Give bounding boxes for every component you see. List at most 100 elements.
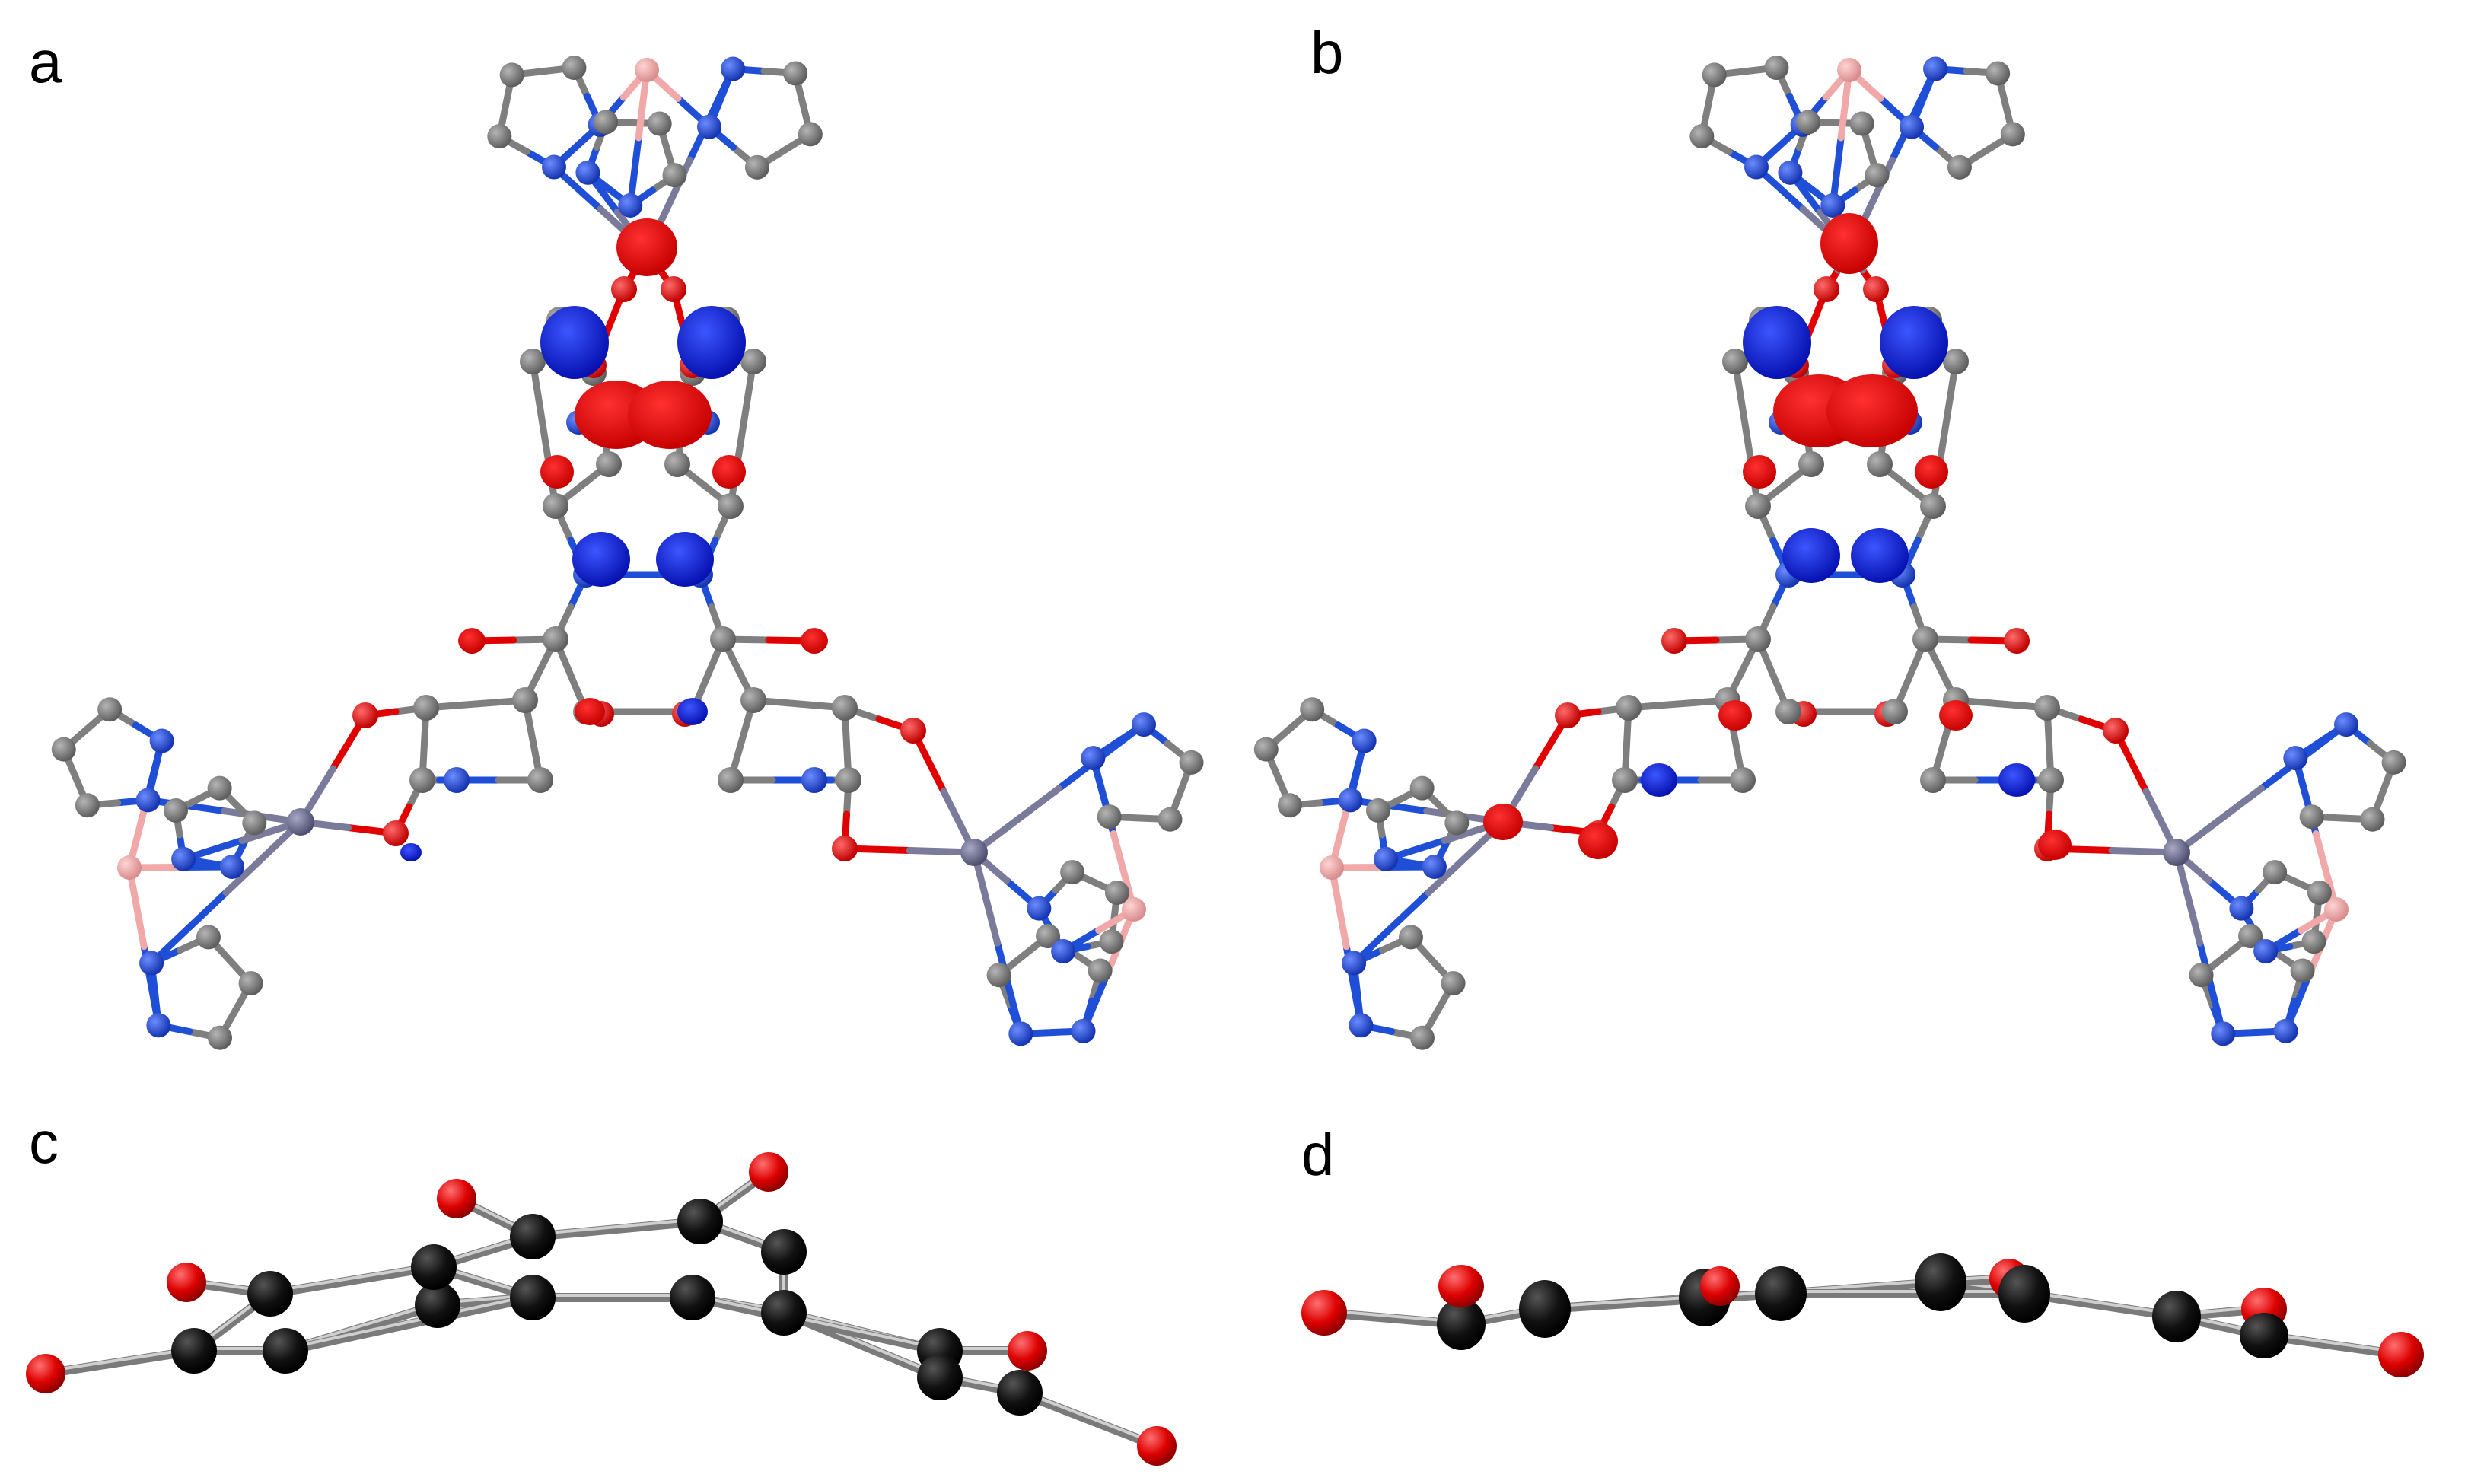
oxygen-atom bbox=[832, 836, 858, 861]
carbon-atom bbox=[1253, 737, 1279, 762]
nitrogen-atom bbox=[1338, 788, 1363, 813]
orbital-lobe-positive bbox=[1743, 306, 1811, 379]
orbital-lobe-positive bbox=[540, 306, 609, 379]
nitrogen-atom bbox=[139, 951, 164, 976]
panel-b-molecule bbox=[1253, 56, 2406, 1050]
orbital-lobe-negative bbox=[1820, 213, 1878, 274]
oxygen-atom bbox=[1438, 1265, 1484, 1307]
oxygen-atom bbox=[2378, 1332, 2424, 1377]
carbon-atom bbox=[2290, 958, 2315, 983]
oxygen-atom bbox=[661, 276, 686, 302]
orbital-lobe-negative bbox=[801, 629, 828, 653]
bond bbox=[1350, 889, 1432, 967]
carbon-atom bbox=[2000, 122, 2025, 147]
side-bond bbox=[688, 1293, 944, 1355]
carbon-atom bbox=[1920, 493, 1946, 519]
carbon-atom bbox=[718, 493, 744, 519]
carbon-atom bbox=[718, 767, 744, 793]
oxygen-atom bbox=[1137, 1426, 1177, 1466]
boron-atom bbox=[1122, 897, 1146, 922]
carbon-atom bbox=[986, 963, 1011, 988]
nitrogen-atom bbox=[1352, 728, 1377, 753]
orbital-lobe-negative bbox=[575, 698, 605, 725]
nitrogen-atom bbox=[1342, 951, 1367, 976]
carbon-atom bbox=[1915, 1253, 1966, 1311]
orbital-lobes bbox=[400, 218, 828, 861]
orbital-lobe-negative bbox=[628, 381, 712, 449]
carbon-atom bbox=[1882, 699, 1908, 724]
nitrogen-atom bbox=[721, 56, 746, 81]
carbon-atom bbox=[1104, 880, 1129, 905]
bond bbox=[2312, 830, 2340, 913]
carbon-atom bbox=[520, 349, 546, 374]
nitrogen-atom bbox=[541, 154, 566, 180]
carbon-atom bbox=[1437, 1298, 1486, 1350]
nitrogen-atom bbox=[1900, 114, 1925, 139]
carbon-atom bbox=[1849, 111, 1874, 136]
carbon-atom bbox=[543, 626, 568, 652]
carbon-atom bbox=[1745, 626, 1771, 652]
orbital-lobe-positive bbox=[656, 532, 714, 587]
panel-label-c: c bbox=[29, 1109, 59, 1176]
nitrogen-atom bbox=[149, 728, 174, 753]
side-bond bbox=[266, 1263, 438, 1298]
nitrogen-atom bbox=[135, 788, 161, 813]
carbon-atom bbox=[510, 1214, 556, 1259]
oxygen-atom bbox=[1863, 276, 1889, 302]
bond bbox=[970, 785, 1063, 856]
carbon-atom bbox=[1179, 750, 1204, 775]
side-bond-highlight bbox=[284, 1294, 534, 1350]
orbital-lobe-positive bbox=[1782, 528, 1840, 583]
panel-label-b: b bbox=[1310, 19, 1344, 86]
orbital-lobe-negative bbox=[712, 455, 746, 489]
carbon-atom bbox=[487, 124, 512, 149]
bond bbox=[126, 864, 148, 951]
carbon-atom bbox=[2189, 963, 2214, 988]
carbon-atom bbox=[2152, 1291, 2201, 1342]
side-bond-highlight bbox=[691, 1294, 941, 1350]
orbital-lobe-positive bbox=[1880, 306, 1948, 379]
side-bond-highlight bbox=[531, 1218, 702, 1236]
nitrogen-atom bbox=[1027, 896, 1052, 921]
carbon-atom bbox=[1702, 62, 1727, 88]
nitrogen-atom bbox=[1349, 1013, 1374, 1038]
carbon-atom bbox=[798, 122, 823, 147]
carbon-atom bbox=[740, 687, 766, 713]
oxygen-atom bbox=[900, 718, 926, 744]
oxygen-atom bbox=[749, 1152, 788, 1192]
carbon-atom bbox=[1986, 61, 2011, 86]
bond bbox=[148, 889, 230, 967]
carbon-atom bbox=[662, 163, 687, 188]
carbon-atom bbox=[164, 798, 189, 823]
side-bond bbox=[41, 1346, 199, 1378]
carbon-atom bbox=[1099, 929, 1124, 954]
carbon-atom bbox=[2263, 860, 2288, 885]
nitrogen-atom bbox=[618, 193, 643, 218]
carbon-atom bbox=[1764, 56, 1789, 81]
carbon-atom bbox=[1366, 798, 1391, 823]
carbon-atom bbox=[207, 775, 232, 801]
carbon-atom bbox=[510, 1275, 556, 1320]
metal-atom bbox=[2163, 839, 2190, 866]
carbon-atom bbox=[415, 1282, 460, 1328]
oxygen-atom bbox=[1555, 702, 1581, 728]
nitrogen-atom bbox=[1923, 56, 1948, 81]
metal-atom bbox=[960, 839, 988, 866]
carbon-atom bbox=[1775, 699, 1801, 724]
nitrogen-atom bbox=[444, 767, 470, 793]
oxygen-atom bbox=[383, 820, 409, 846]
nitrogen-atom bbox=[1778, 160, 1803, 185]
oxygen-atom bbox=[1008, 1331, 1047, 1371]
side-bond bbox=[1540, 1289, 1785, 1314]
bond bbox=[1328, 864, 1350, 951]
carbon-atom bbox=[411, 1244, 457, 1290]
side-bond-highlight bbox=[1543, 1290, 1782, 1308]
orbital-lobe-negative bbox=[1915, 455, 1948, 489]
carbon-atom bbox=[744, 154, 769, 180]
carbon-atom bbox=[512, 687, 538, 713]
nitrogen-atom bbox=[1008, 1021, 1033, 1046]
nitrogen-atom bbox=[2334, 712, 2359, 737]
orbital-lobe-negative bbox=[540, 455, 574, 489]
carbon-atom bbox=[2038, 767, 2064, 793]
